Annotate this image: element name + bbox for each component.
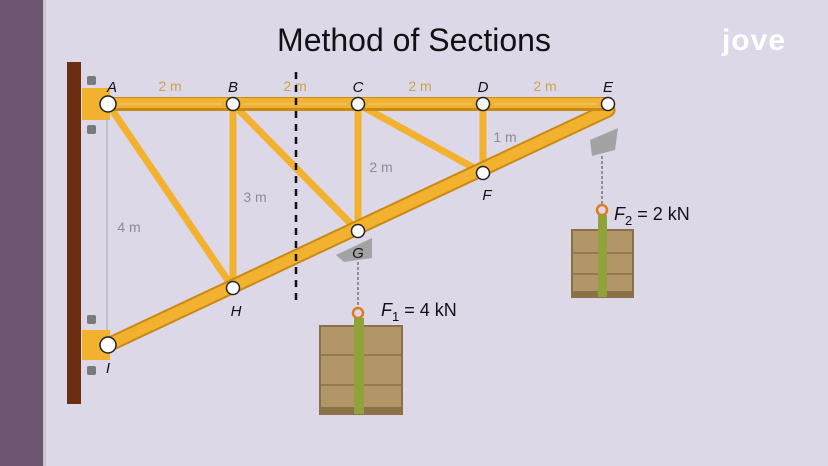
bolts bbox=[87, 76, 96, 375]
joint-c bbox=[350, 96, 366, 112]
wall bbox=[0, 0, 43, 466]
joint-d bbox=[475, 96, 491, 112]
mounting-plate bbox=[67, 62, 81, 404]
dimension-de: 2 m bbox=[533, 78, 556, 94]
force-label-f1: F1 = 4 kN bbox=[381, 300, 457, 324]
dimension-bh: 3 m bbox=[243, 189, 266, 205]
dimension-df: 1 m bbox=[493, 129, 516, 145]
hook-e bbox=[595, 203, 609, 217]
crate-f2 bbox=[571, 215, 634, 298]
dimension-cg: 2 m bbox=[369, 159, 392, 175]
dimension-cd: 2 m bbox=[408, 78, 431, 94]
joint-h bbox=[225, 280, 241, 296]
joint-f bbox=[475, 165, 491, 181]
node-label-b: B bbox=[228, 79, 238, 96]
node-label-i: I bbox=[106, 360, 110, 377]
dimension-ai: 4 m bbox=[117, 219, 140, 235]
node-label-h: H bbox=[231, 303, 242, 320]
jove-logo: jove bbox=[721, 24, 786, 57]
support-block-e bbox=[590, 128, 618, 156]
support-block-g bbox=[336, 238, 372, 262]
joint-b bbox=[225, 96, 241, 112]
force-label-f2: F2 = 2 kN bbox=[614, 204, 690, 228]
node-label-d: D bbox=[478, 79, 489, 96]
joints bbox=[99, 95, 616, 354]
joint-g bbox=[350, 223, 366, 239]
page-title: Method of Sections bbox=[277, 22, 551, 58]
member-cf bbox=[354, 100, 487, 177]
wall-edge bbox=[43, 0, 46, 466]
joint-i bbox=[99, 336, 117, 354]
dimension-ab: 2 m bbox=[158, 78, 181, 94]
node-label-f: F bbox=[482, 187, 492, 204]
node-label-a: A bbox=[106, 79, 117, 96]
member-ah bbox=[104, 100, 237, 292]
crate-f1 bbox=[319, 318, 403, 415]
joint-e bbox=[600, 96, 616, 112]
node-label-c: C bbox=[353, 79, 364, 96]
joint-a bbox=[99, 95, 117, 113]
hook-g bbox=[351, 306, 365, 320]
node-label-g: G bbox=[352, 245, 364, 262]
node-label-e: E bbox=[603, 79, 614, 96]
